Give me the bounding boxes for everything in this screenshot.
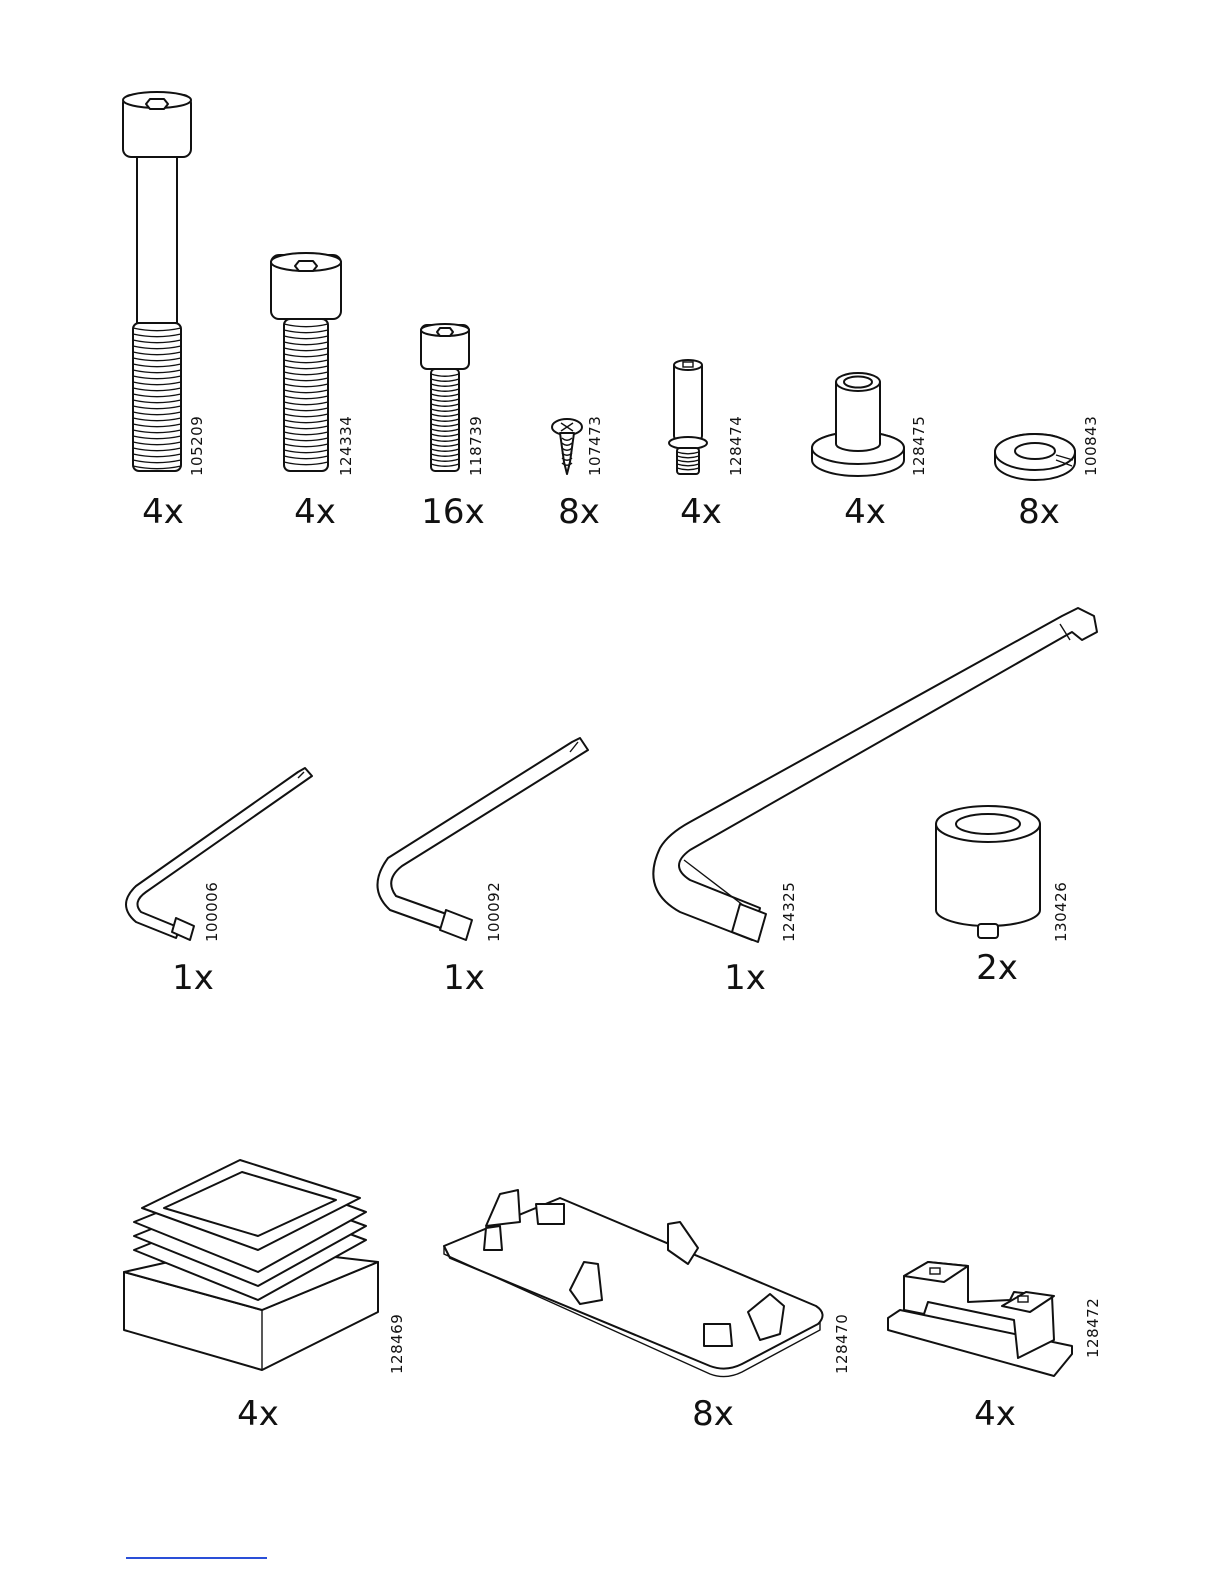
footer-rule: [126, 1557, 267, 1559]
quantity-label: 4x: [974, 1394, 1016, 1434]
part-number: 128472: [1084, 1298, 1102, 1358]
bracket-cap-icon: [0, 0, 1224, 1500]
